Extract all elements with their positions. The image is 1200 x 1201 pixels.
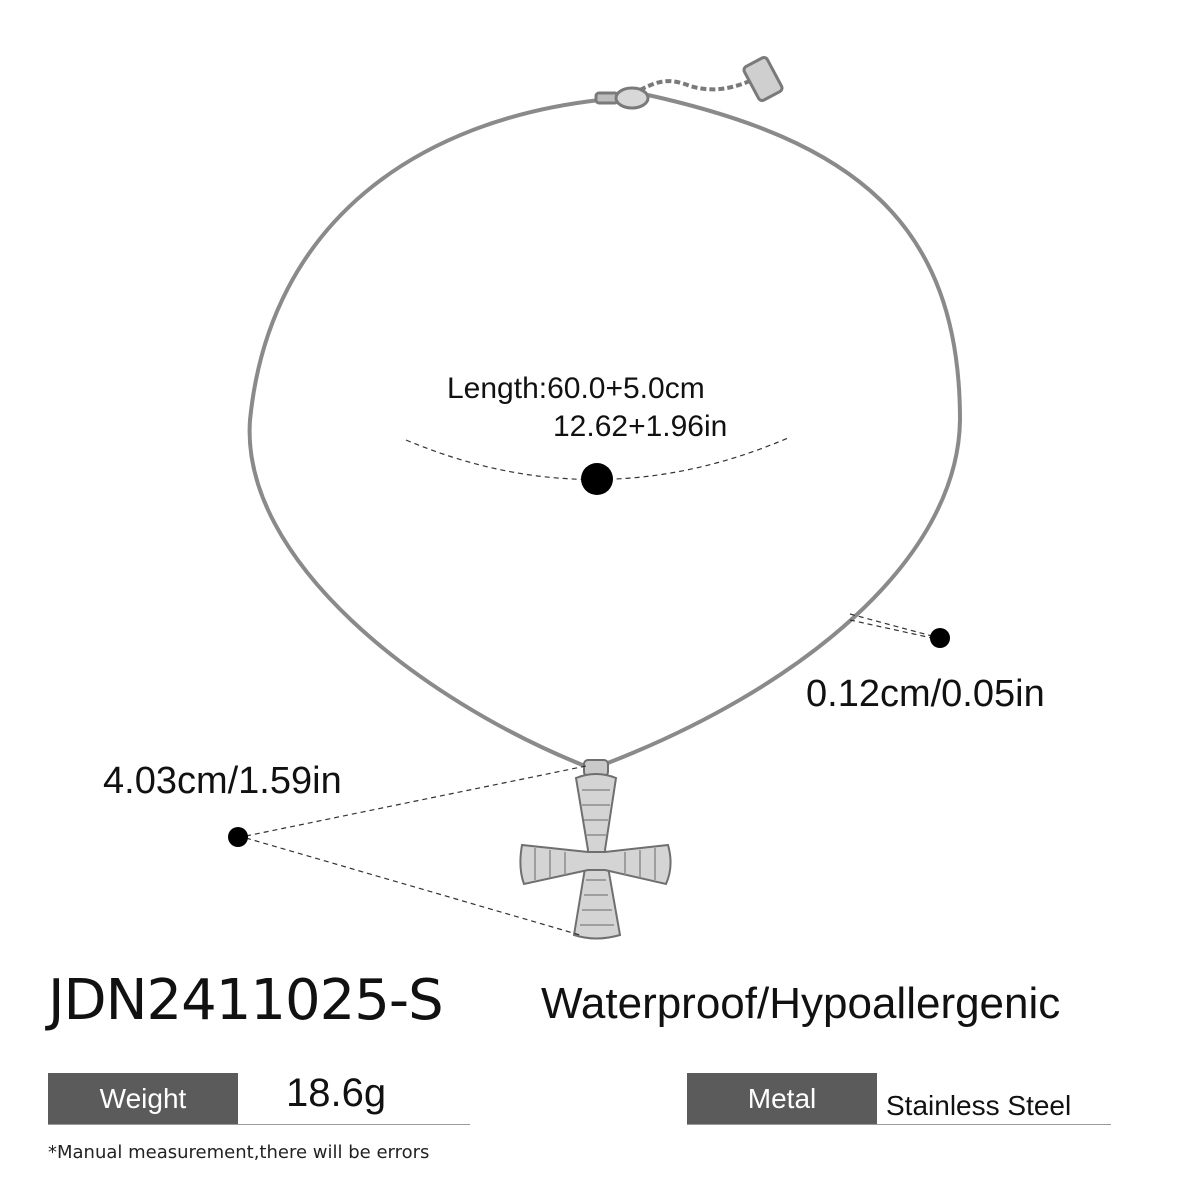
clasp-icon	[594, 56, 784, 110]
product-sku: JDN2411025-S	[48, 968, 444, 1033]
metal-value: Stainless Steel	[886, 1090, 1072, 1121]
thickness-marker-dot	[930, 628, 950, 648]
measurement-footnote: *Manual measurement,there will be errors	[48, 1142, 430, 1163]
cross-pendant-icon	[519, 759, 672, 940]
pendant-guide-line	[245, 765, 587, 936]
thickness-guide-line	[849, 613, 933, 639]
weight-value: 18.6g	[286, 1071, 387, 1115]
weight-label: Weight	[48, 1073, 238, 1124]
chain-thickness-label: 0.12cm/0.05in	[806, 673, 1045, 715]
length-in-label: 12.62+1.96in	[553, 410, 728, 443]
metal-label: Metal	[687, 1073, 877, 1124]
length-marker-dot	[581, 463, 613, 495]
length-cm-label: Length:60.0+5.0cm	[447, 372, 705, 405]
pendant-marker-dot	[228, 827, 248, 847]
pendant-size-label: 4.03cm/1.59in	[103, 760, 342, 802]
metal-underline	[687, 1124, 1111, 1125]
necklace-chain	[247, 93, 963, 768]
length-guide-line	[405, 437, 789, 481]
product-features: Waterproof/Hypoallergenic	[541, 979, 1061, 1028]
weight-underline	[48, 1124, 470, 1125]
